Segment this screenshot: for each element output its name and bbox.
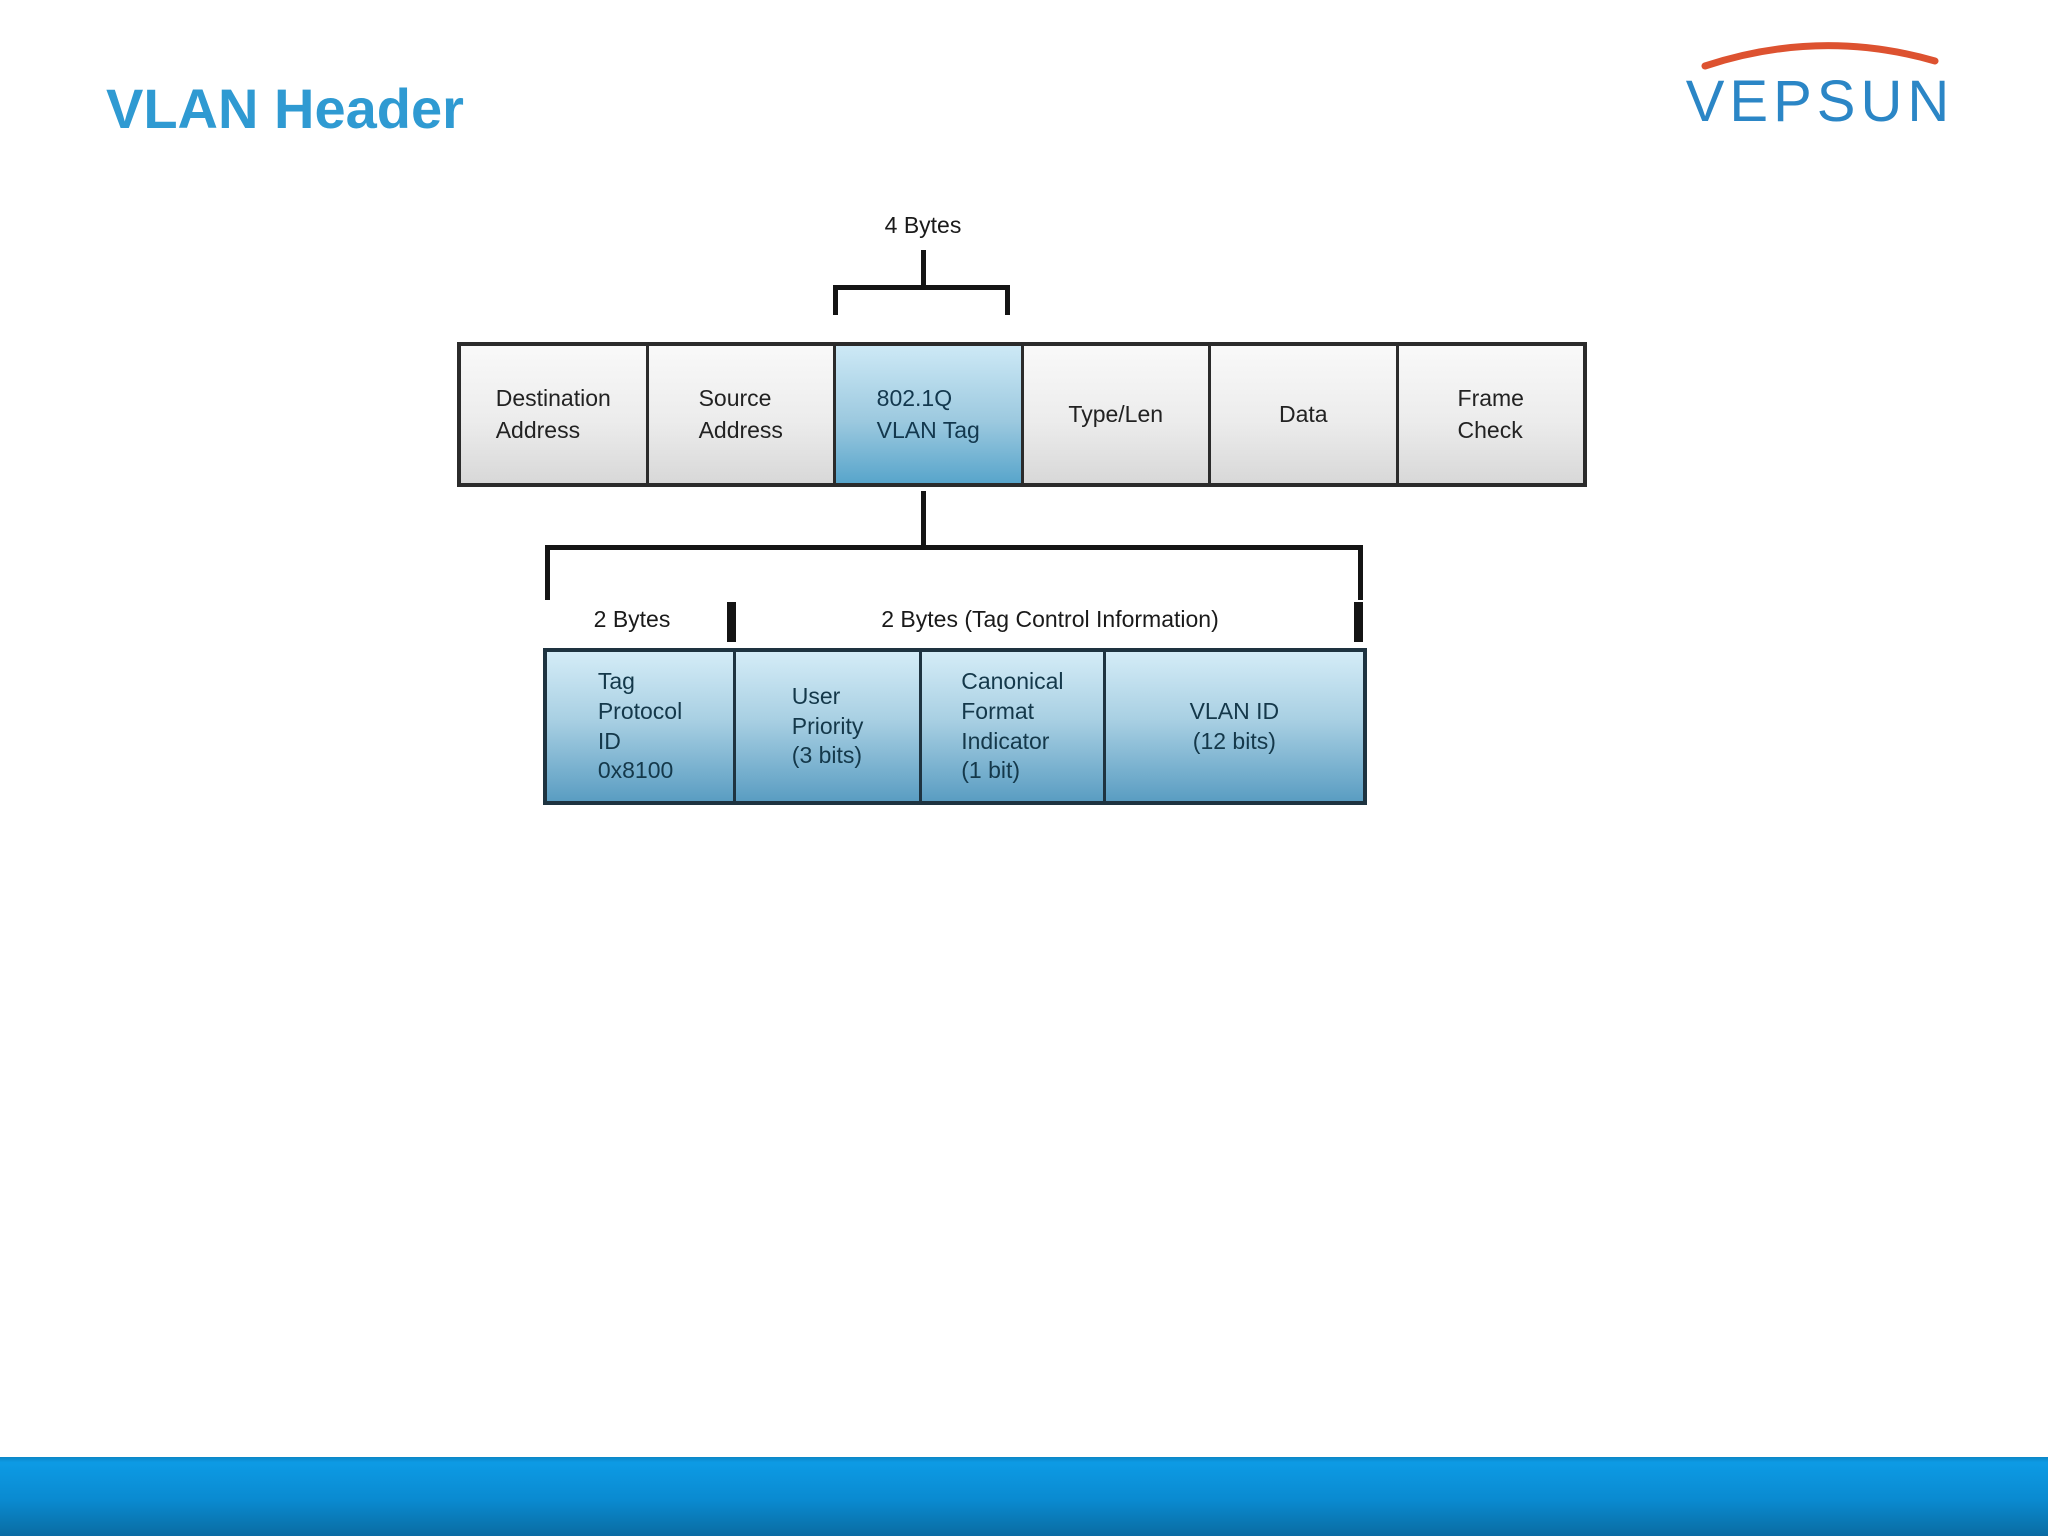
tag-cell-label: Canonical Format Indicator (1 bit) (961, 667, 1064, 784)
vepsun-logo: VEPSUN (1655, 28, 1985, 135)
tag-row: Tag Protocol ID 0x8100 User Priority (3 … (543, 648, 1367, 805)
frame-cell-label: 802.1Q VLAN Tag (876, 385, 980, 443)
frame-cell-label: Frame Check (1457, 385, 1524, 443)
frame-cell-label: Destination Address (495, 385, 611, 443)
bytes-end-tick (1354, 602, 1363, 642)
frame-row: Destination Address Source Address 802.1… (457, 342, 1587, 487)
frame-cell-vlan-tag: 802.1Q VLAN Tag (833, 346, 1021, 483)
footer-bar (0, 1457, 2048, 1536)
page-title: VLAN Header (106, 77, 464, 140)
two-bytes-label: 2 Bytes (593, 606, 671, 632)
four-bytes-bracket (833, 285, 1010, 315)
expand-bracket (545, 545, 1363, 600)
tag-cell-label: User Priority (3 bits) (791, 682, 864, 769)
frame-cell-frame-check: Frame Check (1395, 346, 1583, 483)
tag-cell-user-priority: User Priority (3 bits) (733, 652, 920, 801)
frame-cell-label: Type/Len (1068, 400, 1164, 427)
frame-cell-destination-address: Destination Address (461, 346, 646, 483)
frame-cell-data: Data (1208, 346, 1396, 483)
tag-cell-label: Tag Protocol ID 0x8100 (597, 667, 683, 784)
tag-cell-vlan-id: VLAN ID (12 bits) (1102, 652, 1363, 801)
logo-text: VEPSUN (1685, 69, 1955, 134)
frame-cell-type-len: Type/Len (1020, 346, 1208, 483)
frame-cell-label: Source Address (698, 385, 783, 443)
four-bytes-label: 4 Bytes (884, 212, 962, 238)
bytes-divider-tick (727, 602, 736, 642)
four-bytes-bracket-stem (921, 250, 926, 288)
frame-cell-label: Data (1278, 400, 1328, 427)
logo-arc-icon (1701, 42, 1939, 70)
tag-control-information-label: 2 Bytes (Tag Control Information) (881, 606, 1219, 632)
tag-cell-canonical-format-indicator: Canonical Format Indicator (1 bit) (919, 652, 1103, 801)
expand-bracket-stem (921, 491, 926, 547)
tag-cell-tag-protocol-id: Tag Protocol ID 0x8100 (547, 652, 734, 801)
frame-cell-source-address: Source Address (645, 346, 833, 483)
tag-cell-label: VLAN ID (12 bits) (1189, 697, 1280, 754)
